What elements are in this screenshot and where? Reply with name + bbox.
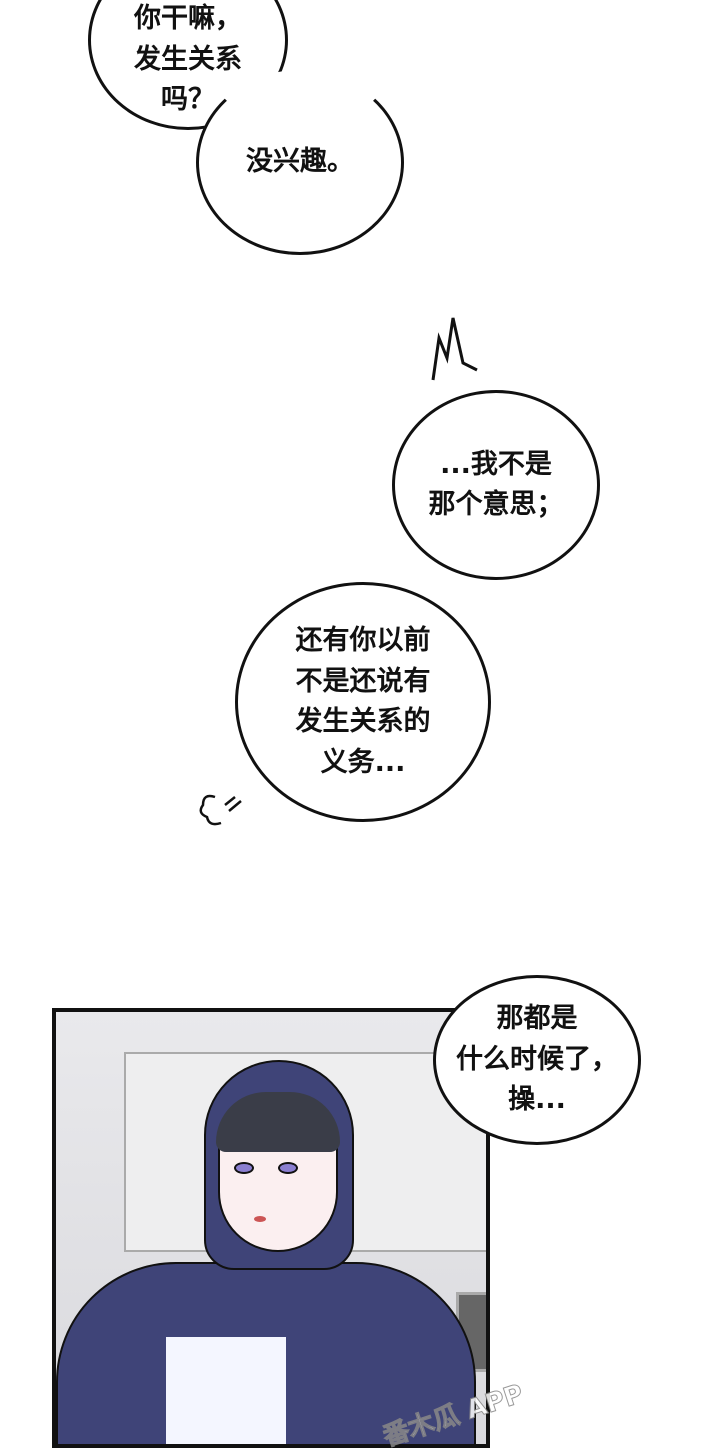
mouth [254, 1216, 266, 1222]
speech-bubble-2: 没兴趣。 [196, 70, 404, 255]
character-hair [216, 1092, 340, 1152]
left-eye [234, 1162, 254, 1174]
speech-bubble-4: 还有你以前 不是还说有 发生关系的 义务... [235, 582, 491, 822]
right-eye [278, 1162, 298, 1174]
comic-panel [52, 1008, 490, 1448]
bubble-text: 没兴趣。 [246, 146, 354, 178]
bubble-text: 你干嘛， 发生关系 吗？ [134, 3, 242, 116]
anger-spike-icon [431, 317, 478, 381]
sigh-puff-icon [199, 794, 242, 826]
bubble-text: ...我不是 那个意思； [428, 448, 564, 521]
bubble-text: 还有你以前 不是还说有 发生关系的 义务... [295, 625, 431, 778]
bubble-text: 那都是 什么时候了， 操... [456, 1003, 618, 1116]
speech-bubble-5: 那都是 什么时候了， 操... [433, 975, 641, 1145]
shirt-front [166, 1337, 286, 1444]
speech-bubble-3: ...我不是 那个意思； [392, 390, 600, 580]
